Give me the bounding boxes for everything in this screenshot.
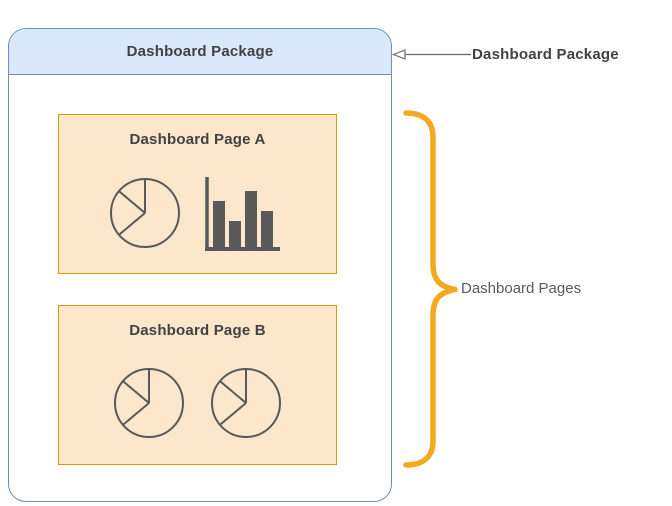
- dashboard-package-shape: Dashboard Package Dashboard Page A D: [8, 28, 392, 502]
- dashboard-package-header: Dashboard Package: [9, 29, 391, 75]
- dashboard-page-a-title: Dashboard Page A: [129, 131, 266, 148]
- annotation-dashboard-package: Dashboard Package: [472, 46, 619, 63]
- curly-brace-icon: [403, 110, 458, 468]
- pie-chart-icon: [114, 368, 184, 438]
- dashboard-page-a-shape: Dashboard Page A: [58, 114, 337, 274]
- open-arrowhead-icon: [391, 49, 406, 60]
- arrow-connector: [391, 49, 471, 60]
- dashboard-page-b-title: Dashboard Page B: [129, 322, 266, 339]
- dashboard-page-b-shape: Dashboard Page B: [58, 305, 337, 465]
- pie-chart-icon: [211, 368, 281, 438]
- dashboard-package-title: Dashboard Package: [126, 43, 274, 60]
- annotation-dashboard-pages: Dashboard Pages: [461, 280, 582, 297]
- bar-chart-icon: [205, 177, 280, 251]
- pie-chart-icon: [110, 178, 180, 248]
